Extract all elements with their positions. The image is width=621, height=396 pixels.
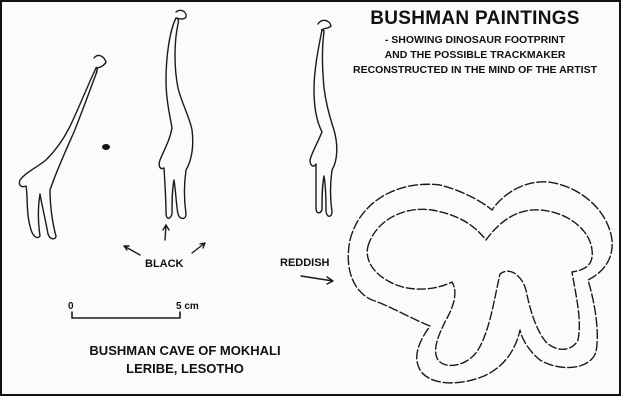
subtitle-line: RECONSTRUCTED IN THE MIND OF THE ARTIST [340,63,610,78]
footprint-inner [367,209,592,365]
scale-end-label: 5 cm [176,301,199,312]
location-caption: BUSHMAN CAVE OF MOKHALI LERIBE, LESOTHO [60,342,310,378]
label-reddish: REDDISH [280,257,330,269]
scale-bar [72,312,180,318]
black-dot-mark [102,144,110,150]
footprint-outer [348,182,612,383]
location-line: LERIBE, LESOTHO [60,360,310,378]
arrow-black-up [163,225,169,240]
subtitle-line: - SHOWING DINOSAUR FOOTPRINT [340,33,610,48]
arrow-black-left [124,246,140,255]
label-black: BLACK [145,258,184,270]
scale-start-label: 0 [68,301,74,312]
black-figure-left [19,55,106,238]
figure-subtitle: - SHOWING DINOSAUR FOOTPRINT AND THE POS… [340,33,610,78]
black-figure-center [159,10,193,218]
arrow-reddish [301,276,333,284]
arrow-black-right [192,243,205,253]
black-figure-right [310,20,337,216]
location-line: BUSHMAN CAVE OF MOKHALI [60,342,310,360]
figure-title: BUSHMAN PAINTINGS [340,8,610,30]
subtitle-line: AND THE POSSIBLE TRACKMAKER [340,48,610,63]
